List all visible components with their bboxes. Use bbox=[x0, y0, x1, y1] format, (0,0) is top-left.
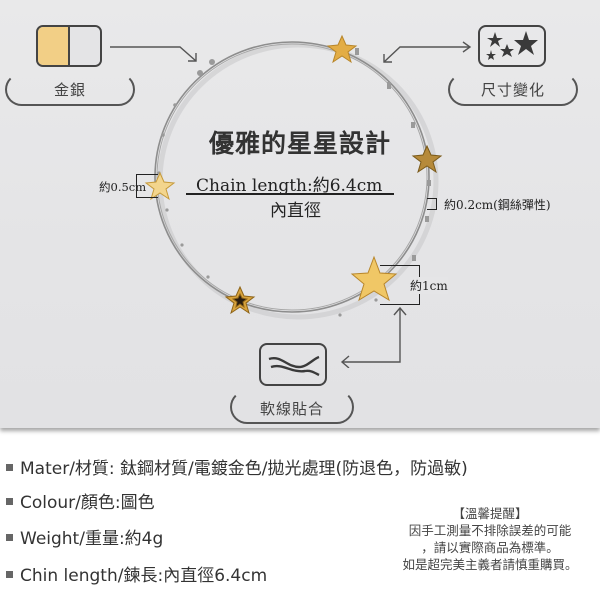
elbow-arrow-icon bbox=[340, 306, 407, 368]
double-arrow-icon bbox=[383, 41, 472, 63]
large-star-size-label: 約1cm bbox=[410, 277, 448, 294]
spec-chain-length: Chin length/鍊長:內直徑6.4cm bbox=[6, 561, 267, 586]
small-star-bracket bbox=[136, 174, 158, 198]
size-pill-frame bbox=[448, 73, 578, 106]
soft-wire-label: 軟線貼合 bbox=[259, 400, 324, 418]
color-option-label: 金銀 bbox=[53, 81, 86, 99]
soft-wire-pill-frame bbox=[230, 390, 354, 424]
notice-line: ，請以實際商品為標準。 bbox=[421, 540, 559, 555]
bullet-icon bbox=[6, 463, 13, 471]
wave-lines-icon bbox=[259, 343, 327, 386]
spec-colour: Colour/顏色:圖色 bbox=[6, 488, 155, 513]
wire-size-label: 約0.2cm(鋼絲彈性) bbox=[444, 198, 551, 212]
notice-line: 因手工測量不排除誤差的可能 bbox=[408, 523, 572, 538]
silver-swatch bbox=[70, 27, 100, 65]
bullet-icon bbox=[6, 497, 13, 505]
star-bangle-image bbox=[144, 34, 443, 320]
gold-swatch bbox=[38, 27, 70, 65]
small-star-size-label: 約0.5cm bbox=[99, 180, 147, 194]
color-swatch-icon bbox=[36, 25, 102, 67]
notice-title: 【溫馨提醒】 bbox=[452, 506, 528, 521]
chain-length-label: Chain length:約6.4cm bbox=[196, 176, 383, 196]
spec-weight: Weight/重量:約4g bbox=[6, 524, 163, 549]
color-pill-frame-top-left bbox=[14, 73, 24, 75]
wire-bracket bbox=[427, 198, 437, 210]
headline: 優雅的星星設計 bbox=[208, 129, 391, 158]
stars-icon bbox=[478, 25, 546, 67]
bullet-icon bbox=[6, 570, 13, 578]
arrow-icon bbox=[110, 46, 197, 62]
measurement-notice: 【溫馨提醒】 因手工測量不排除誤差的可能 ，請以實際商品為標準。 如是超完美主義… bbox=[382, 505, 598, 573]
diameter-rule bbox=[186, 193, 394, 195]
inner-diameter-label: 內直徑 bbox=[270, 201, 321, 221]
spec-material: Mater/材質: 鈦鋼材質/電鍍金色/拋光處理(防退色，防過敏) bbox=[6, 454, 468, 479]
star-top bbox=[326, 34, 358, 64]
size-option-label: 尺寸變化 bbox=[480, 81, 545, 99]
notice-line: 如是超完美主義者請慎重購買。 bbox=[402, 557, 578, 572]
product-photo: 金銀 尺寸變化 bbox=[0, 0, 600, 428]
color-pill-frame bbox=[5, 73, 135, 106]
bullet-icon bbox=[6, 533, 13, 541]
